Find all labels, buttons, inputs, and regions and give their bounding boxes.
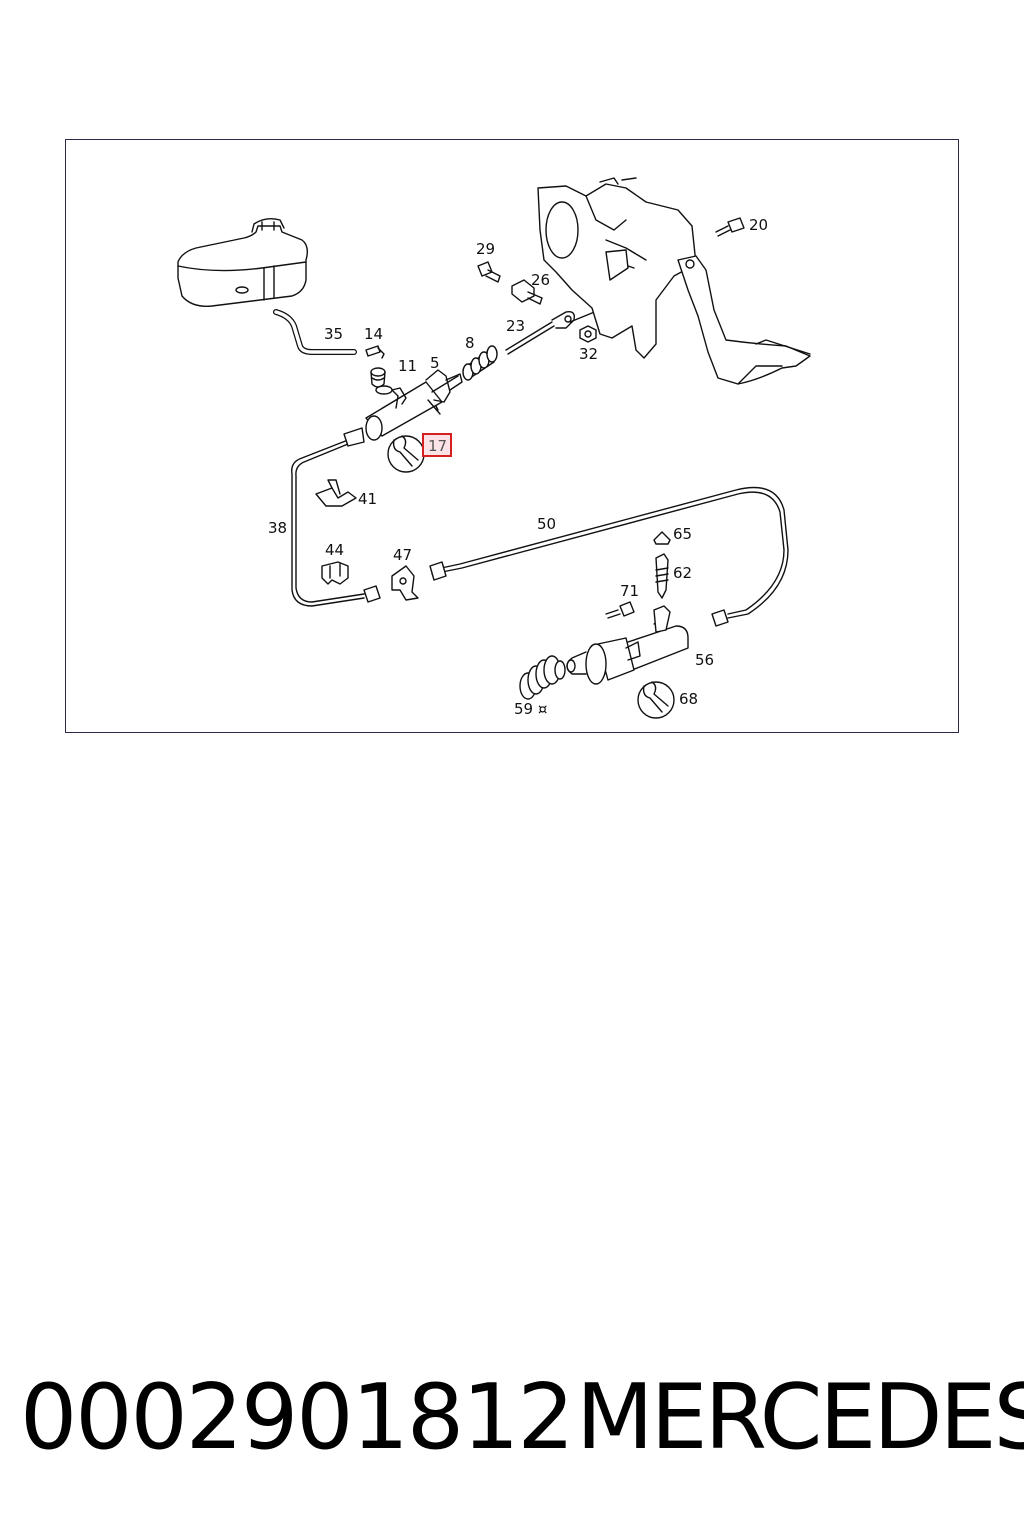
callout-17-highlighted[interactable]: 17 [422, 433, 452, 457]
dust-cap-65 [653, 531, 671, 545]
callout-47: 47 [393, 546, 413, 564]
callout-59: 59 ¤ [514, 700, 548, 718]
callout-68: 68 [679, 690, 699, 708]
bleeder-fitting [653, 605, 671, 633]
grommet-11 [370, 367, 386, 388]
callout-11: 11 [398, 357, 418, 375]
fluid-reservoir [177, 217, 309, 307]
clip-44 [321, 561, 349, 585]
bracket-47 [391, 565, 419, 601]
callout-41: 41 [358, 490, 378, 508]
callout-50: 50 [537, 515, 557, 533]
clip-41 [315, 479, 357, 507]
callout-5: 5 [430, 354, 440, 372]
fluid-line-50 [429, 486, 789, 627]
callout-23: 23 [506, 317, 526, 335]
bolt-29 [477, 261, 501, 283]
clutch-master-cylinder-5 [365, 369, 463, 441]
parts-diagram-frame: 20 29 26 35 14 11 5 8 23 32 17 41 38 50 … [65, 139, 959, 733]
bolt-71 [605, 601, 635, 619]
fluid-line-38 [291, 427, 381, 607]
callout-35: 35 [324, 325, 344, 343]
callout-29: 29 [476, 240, 496, 258]
nut-26 [511, 279, 543, 305]
pedal-bracket [537, 177, 697, 359]
nut-32 [579, 325, 597, 343]
callout-62: 62 [673, 564, 693, 582]
callout-56: 56 [695, 651, 715, 669]
part-number: 0002901812 [20, 1365, 575, 1470]
callout-65: 65 [673, 525, 693, 543]
callout-32: 32 [579, 345, 599, 363]
callout-8: 8 [465, 334, 475, 352]
parts-diagram-drawing [177, 177, 811, 719]
clutch-slave-cylinder-56 [566, 617, 689, 685]
boot-8 [462, 345, 498, 381]
torque-wrench-icon-68 [637, 681, 675, 719]
callout-14: 14 [364, 325, 384, 343]
callout-20: 20 [749, 216, 769, 234]
torque-wrench-icon-17 [387, 435, 425, 473]
brand-name: MERCEDES [576, 1365, 1024, 1470]
footer: 0002901812 MERCEDES [0, 1368, 1024, 1468]
callout-71: 71 [620, 582, 640, 600]
callout-44: 44 [325, 541, 345, 559]
clutch-pedal [677, 255, 811, 385]
fitting-14 [365, 345, 385, 359]
boot-59 [519, 655, 566, 700]
bolt-20 [715, 217, 745, 237]
callout-38: 38 [268, 519, 288, 537]
callout-26: 26 [531, 271, 551, 289]
bleeder-screw-62 [655, 553, 669, 599]
